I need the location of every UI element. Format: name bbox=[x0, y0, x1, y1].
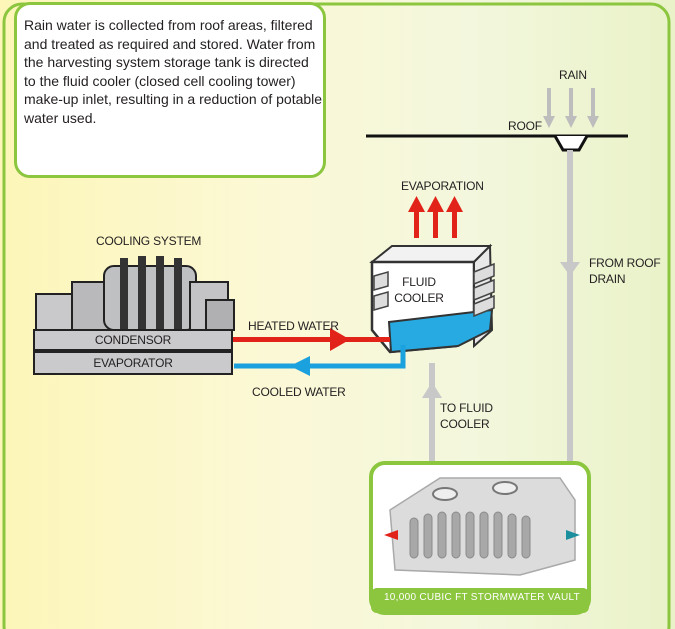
stormwater-vault bbox=[369, 461, 591, 615]
roof-drain bbox=[553, 135, 589, 152]
cooled-water-label: COOLED WATER bbox=[252, 385, 346, 399]
makeup-flow-arrow bbox=[422, 382, 442, 398]
cooled-water-arrow bbox=[290, 356, 310, 376]
condensor-label: CONDENSOR bbox=[94, 333, 172, 347]
vault-caption: 10,000 CUBIC FT STORMWATER VAULT bbox=[383, 592, 581, 603]
makeup-pipe bbox=[429, 363, 435, 463]
heated-water-pipe bbox=[232, 337, 390, 342]
fluid-cooler-label-line2: COOLER bbox=[394, 291, 444, 305]
heated-water-arrow bbox=[330, 328, 350, 351]
heated-water-label: HEATED WATER bbox=[248, 319, 339, 333]
evaporation-label: EVAPORATION bbox=[401, 179, 484, 193]
drain-flow-arrow bbox=[560, 262, 580, 276]
to-fluid-cooler-label-line2: COOLER bbox=[440, 417, 490, 431]
from-roof-drain-label-line2: DRAIN bbox=[589, 272, 626, 286]
cooling-system-label: COOLING SYSTEM bbox=[96, 234, 202, 248]
fluid-cooler-unit bbox=[369, 243, 495, 354]
cooled-water-pipe bbox=[234, 345, 406, 369]
roof-label: ROOF bbox=[508, 119, 542, 133]
evaporation-arrows bbox=[408, 196, 463, 238]
fluid-cooler-label-line1: FLUID bbox=[402, 275, 436, 289]
intro-callout bbox=[14, 2, 326, 178]
intro-text: Rain water is collected from roof areas,… bbox=[24, 17, 323, 126]
cooling-system-unit bbox=[33, 256, 235, 375]
roof-drain-pipe bbox=[567, 150, 573, 463]
evaporator-label: EVAPORATOR bbox=[93, 356, 173, 370]
rain-label: RAIN bbox=[559, 68, 587, 82]
rain-arrows bbox=[543, 88, 599, 128]
to-fluid-cooler-label-line1: TO FLUID bbox=[440, 401, 493, 415]
from-roof-drain-label-line1: FROM ROOF bbox=[589, 256, 661, 270]
